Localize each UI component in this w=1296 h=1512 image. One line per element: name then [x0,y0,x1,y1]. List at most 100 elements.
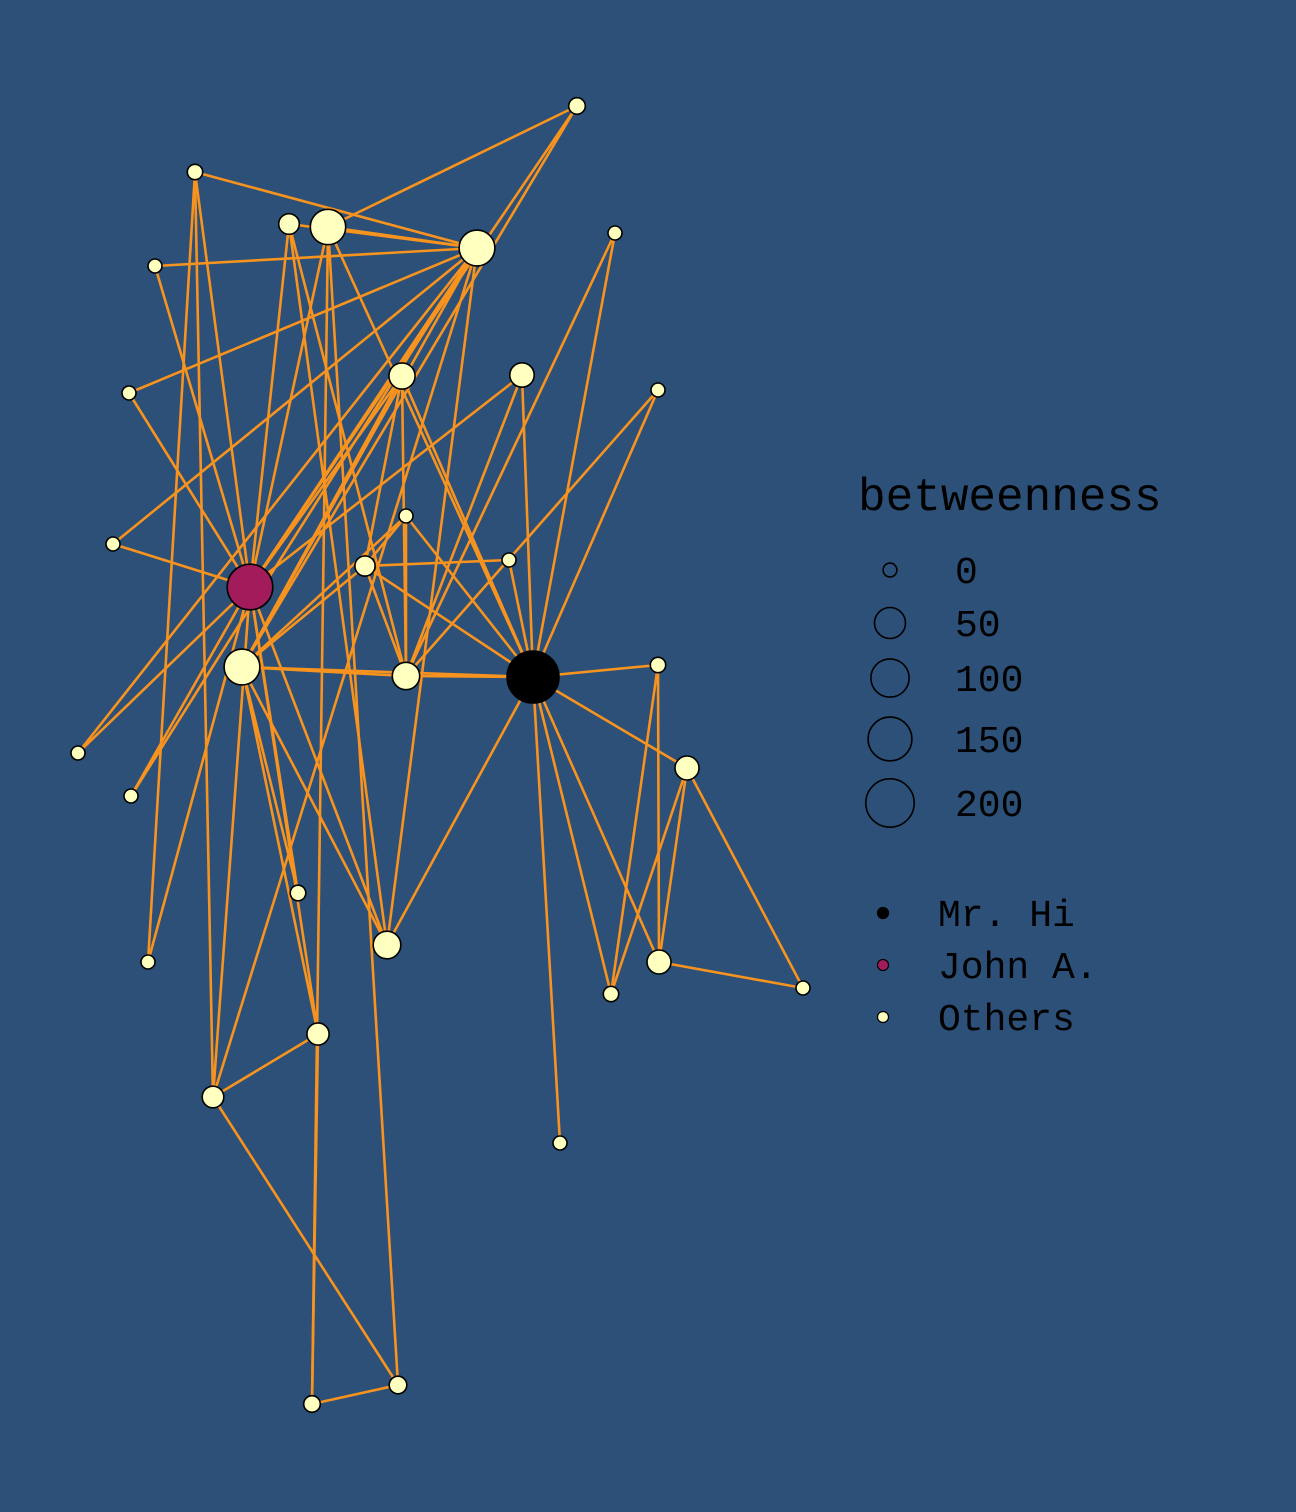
legend-size-label: 200 [955,785,1023,828]
legend-size-label: 100 [955,660,1023,703]
node-30 [186,163,204,181]
edge-1-22 [531,232,617,678]
edge-21-34 [112,542,251,589]
edge-32-34 [248,226,330,588]
legend-size-key-50 [873,606,907,640]
legend-size-label: 0 [955,552,978,595]
legend-color-label: Mr. Hi [938,895,1075,938]
edge-2-22 [404,232,617,677]
edge-2-14 [400,375,408,677]
legend-size-key-0 [882,562,898,578]
edge-19-34 [127,392,252,588]
legend-color-key-john_a [876,958,890,972]
legend-size-key-200 [864,777,915,828]
edge-layer [76,104,805,1406]
edge-16-34 [77,586,251,754]
edge-16-33 [76,247,479,754]
edge-1-32 [326,226,535,678]
legend: betweenness 0 50 100 150 200 Mr. Hi John A. Ot… [858,472,1162,1042]
edge-1-11 [531,676,613,995]
node-25 [302,1394,322,1414]
legend-size-title: betweenness [858,472,1162,524]
node-5 [649,656,667,674]
edge-6-11 [609,767,689,995]
edge-26-32 [326,226,400,1386]
node-20 [508,361,535,388]
edge-4-14 [363,375,404,567]
edge-3-33 [240,247,479,668]
edge-1-6 [532,675,688,770]
node-22 [607,225,623,241]
node-19 [121,385,137,401]
node-2 [391,661,421,691]
edge-20-34 [249,373,523,589]
legend-size-key-100 [870,658,910,698]
node-23 [147,258,163,274]
node-27 [140,954,156,970]
node-14 [388,362,416,390]
edge-23-33 [154,246,478,268]
edge-3-4 [241,564,366,669]
edge-30-34 [193,171,252,588]
legend-color-label: Others [938,999,1075,1042]
edge-2-18 [405,389,659,677]
edge-31-34 [248,223,291,588]
node-24 [201,1085,225,1109]
node-16 [70,745,86,761]
node-8 [398,508,414,524]
node-4 [354,555,376,577]
node-34 [226,563,274,611]
edge-1-8 [404,515,535,678]
node-13 [501,552,517,568]
node-1 [506,650,560,704]
edge-2-20 [404,374,524,677]
edge-1-12 [531,676,562,1144]
node-6 [674,755,700,781]
node-18 [650,382,666,398]
edge-23-34 [153,265,252,588]
node-12 [552,1135,568,1151]
edge-6-7 [657,767,689,963]
node-26 [388,1375,408,1395]
node-17 [795,980,811,996]
edge-3-9 [240,666,389,946]
edge-24-30 [193,171,215,1098]
legend-color-key-others [876,1010,890,1024]
node-21 [105,536,121,552]
legend-size-label: 50 [955,605,1001,648]
edge-27-34 [146,586,252,963]
node-9 [372,930,402,960]
edge-15-34 [129,586,252,797]
edge-3-28 [240,666,320,1035]
edge-2-3 [241,665,407,678]
legend-color-entries: Mr. Hi John A. Others [876,895,1098,1042]
node-28 [306,1022,330,1046]
edge-1-18 [531,389,660,678]
edge-21-33 [112,246,478,546]
edge-5-11 [609,664,660,995]
legend-color-label: John A. [938,947,1098,990]
edge-24-26 [211,1096,400,1386]
node-31 [277,212,301,236]
edge-9-31 [287,223,389,946]
node-7 [646,949,672,975]
node-3 [223,648,261,686]
legend-size-key-150 [867,716,913,762]
node-11 [602,985,620,1003]
legend-size-label: 150 [955,721,1023,764]
legend-size-entries: 0 50 100 150 200 [864,552,1023,828]
node-29 [567,96,587,116]
edge-1-4 [364,564,534,679]
legend-color-key-mr_hi [876,906,890,920]
node-layer [70,96,811,1414]
node-10 [289,884,307,902]
edge-24-28 [212,1032,319,1099]
edge-9-33 [385,247,479,946]
edge-25-26 [311,1383,399,1406]
edge-5-7 [656,664,661,963]
edge-7-17 [658,960,804,990]
edge-30-33 [194,170,478,250]
edge-24-33 [211,247,479,1098]
